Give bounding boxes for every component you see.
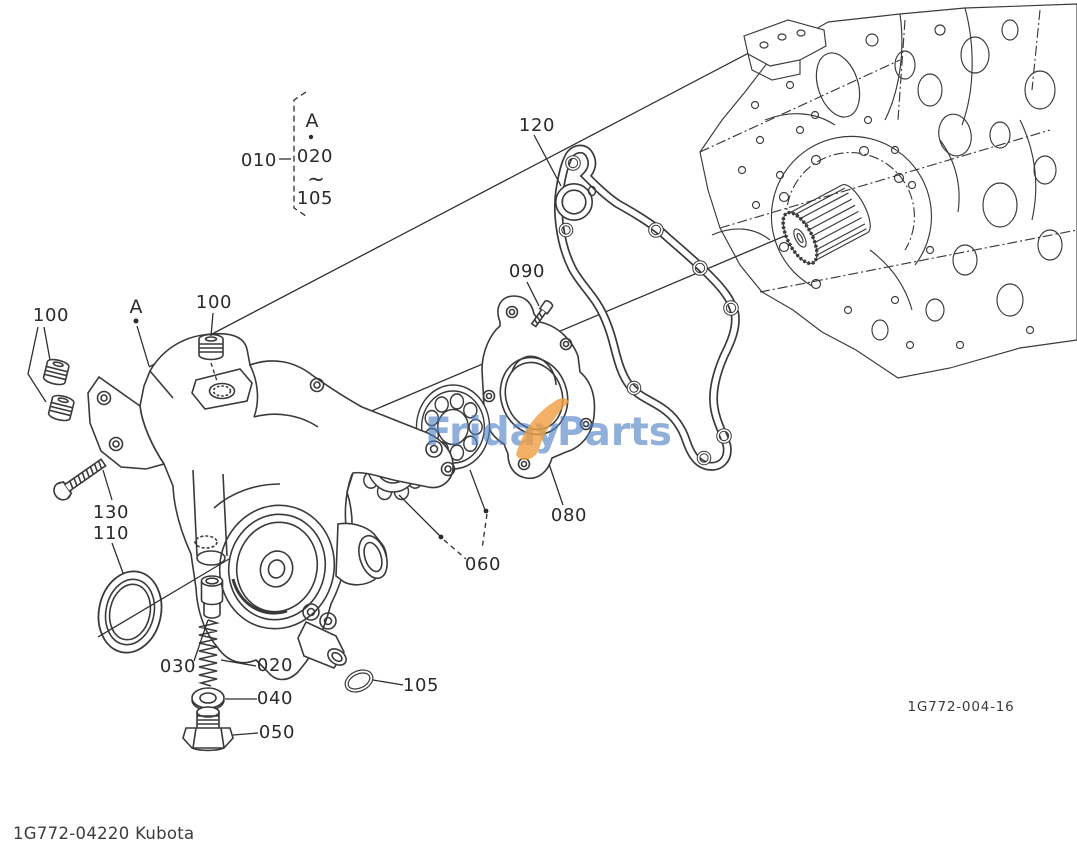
callout-range-start: 020 (297, 146, 333, 167)
plug-100-left-upper (42, 358, 70, 386)
callout-010: 010 (241, 150, 277, 171)
cover-plate-holes (482, 305, 593, 471)
callout-detail-a: A (306, 110, 319, 132)
callout-020: 020 (257, 655, 293, 676)
watermark-swoosh-icon (516, 398, 569, 461)
bolt-090-drawing (530, 299, 554, 328)
plug-100-left-lower (47, 394, 75, 422)
plug-100-right (198, 333, 224, 361)
oil-seal-drawing (97, 570, 163, 654)
callout-100-right: 100 (196, 292, 232, 313)
plug-050-drawing (182, 706, 234, 752)
callout-050: 050 (259, 722, 295, 743)
watermark: Friday Parts (425, 398, 672, 461)
callout-120: 120 (519, 115, 555, 136)
callout-040: 040 (257, 688, 293, 709)
engine-block-drawing (699, 3, 1077, 379)
callout-leader-lines (27, 91, 564, 736)
callout-110: 110 (93, 523, 129, 544)
callout-range-end: 105 (297, 188, 333, 209)
callout-100-left: 100 (33, 305, 69, 326)
splined-gear (781, 184, 871, 266)
drawing-number: 1G772-004-16 (907, 699, 1014, 715)
page-caption: 1G772-04220 Kubota (13, 824, 194, 843)
callout-view-a: A (130, 296, 143, 318)
pump-seal-bore (218, 504, 336, 630)
gasket-bolt-holes (558, 155, 739, 466)
bolt-130-drawing (53, 458, 107, 501)
callout-060: 060 (465, 554, 501, 575)
block-mounting-bracket (743, 19, 827, 67)
callout-090: 090 (509, 261, 545, 282)
callout-105: 105 (403, 675, 439, 696)
o-ring-drawing (344, 669, 374, 693)
callout-030: 030 (160, 656, 196, 677)
callout-range-tilde: ~ (307, 167, 325, 191)
callout-labels: 010 A 020 ~ 105 120 090 100 A 100 130 11… (33, 110, 587, 743)
callout-130: 130 (93, 502, 129, 523)
pump-top-boss (191, 368, 253, 410)
callout-080: 080 (551, 505, 587, 526)
relief-spring-drawing (197, 619, 220, 687)
gasket-drawing (554, 144, 740, 471)
relief-valve-piston-drawing (200, 575, 224, 619)
watermark-word2: Parts (557, 410, 672, 455)
pump-body-drawing (87, 332, 456, 681)
